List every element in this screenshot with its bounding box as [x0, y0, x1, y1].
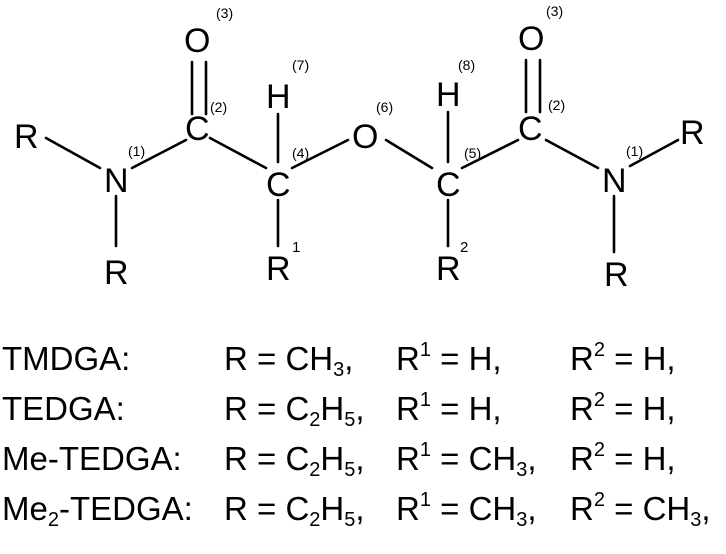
chemical-structure: R N R C O H C R 1 O H C R 2 C O N R R (1… [14, 3, 705, 294]
legend-row-me-tedga: Me-TEDGA: R = C2H5, R1 = CH3, R2 = H, [0, 434, 726, 484]
r1-definition: R1 = H, [396, 339, 502, 377]
legend-row-me2-tedga: Me2-TEDGA: R = C2H5, R1 = CH3, R2 = CH3, [0, 484, 726, 534]
r2-definition: R2 = H, [570, 339, 676, 377]
r-definition: R = CH3, [224, 340, 354, 381]
label-o3-right: (3) [546, 3, 563, 19]
compound-name: TEDGA: [2, 390, 125, 427]
atom-c-carbonyl-left: C [185, 110, 210, 148]
bond-c-ch-left [208, 136, 268, 170]
label-o6: (6) [376, 99, 393, 115]
atom-r1-sup: 1 [292, 239, 300, 256]
r2-definition: R2 = CH3, [570, 489, 711, 531]
atom-r2-sup: 2 [460, 239, 468, 256]
r2-definition: R2 = H, [570, 389, 676, 427]
atom-r2-base: R [436, 250, 461, 288]
compound-name: TMDGA: [2, 340, 131, 377]
r1-definition: R1 = CH3, [396, 439, 537, 481]
label-c5: (5) [464, 145, 481, 161]
atom-r-left-bottom: R [104, 254, 129, 292]
label-h8: (8) [458, 57, 475, 73]
bond-c-n-right [544, 138, 600, 170]
atom-r-right-bottom: R [604, 256, 629, 294]
compound-name: Me2-TEDGA: [2, 490, 193, 531]
atom-c-alpha-right: C [436, 166, 461, 204]
atom-c-carbonyl-right: C [518, 110, 543, 148]
atom-c-alpha-left: C [266, 166, 291, 204]
atom-r-left-top: R [14, 118, 39, 156]
atom-o-carbonyl-left: O [184, 22, 210, 60]
compound-name: Me-TEDGA: [2, 440, 182, 477]
substituent-legend: TMDGA: R = CH3, R1 = H, R2 = H, TEDGA: R… [0, 334, 726, 554]
atom-n-right: N [602, 162, 627, 200]
label-c4: (4) [292, 145, 309, 161]
label-n1-right: (1) [626, 143, 643, 159]
r-definition: R = C2H5, [224, 490, 365, 531]
atom-r1-base: R [266, 250, 291, 288]
r1-definition: R1 = H, [396, 389, 502, 427]
bond-c-o-ether-left [290, 138, 350, 170]
atom-o-ether: O [352, 118, 378, 156]
label-n1-left: (1) [128, 143, 145, 159]
atom-h-right: H [436, 76, 461, 114]
label-c2-right: (2) [548, 97, 565, 113]
legend-row-tmdga: TMDGA: R = CH3, R1 = H, R2 = H, [0, 334, 726, 384]
bond-ch-c-right [460, 138, 520, 170]
atom-r-right-top: R [680, 114, 705, 152]
r1-definition: R1 = CH3, [396, 489, 537, 531]
bond-n-r-right-top [628, 138, 680, 168]
r-definition: R = C2H5, [224, 390, 365, 431]
label-o3-left: (3) [216, 5, 233, 21]
r-definition: R = C2H5, [224, 440, 365, 481]
atom-o-carbonyl-right: O [518, 20, 544, 58]
atom-h-left: H [266, 78, 291, 116]
bond-o-c-ether-right [384, 138, 434, 170]
atom-n-left: N [104, 162, 129, 200]
legend-row-tedga: TEDGA: R = C2H5, R1 = H, R2 = H, [0, 384, 726, 434]
label-c2-left: (2) [210, 99, 227, 115]
bond-n-c-left [130, 138, 188, 170]
label-h7: (7) [292, 57, 309, 73]
bond-r-n-left-top [44, 136, 102, 170]
r2-definition: R2 = H, [570, 439, 676, 477]
